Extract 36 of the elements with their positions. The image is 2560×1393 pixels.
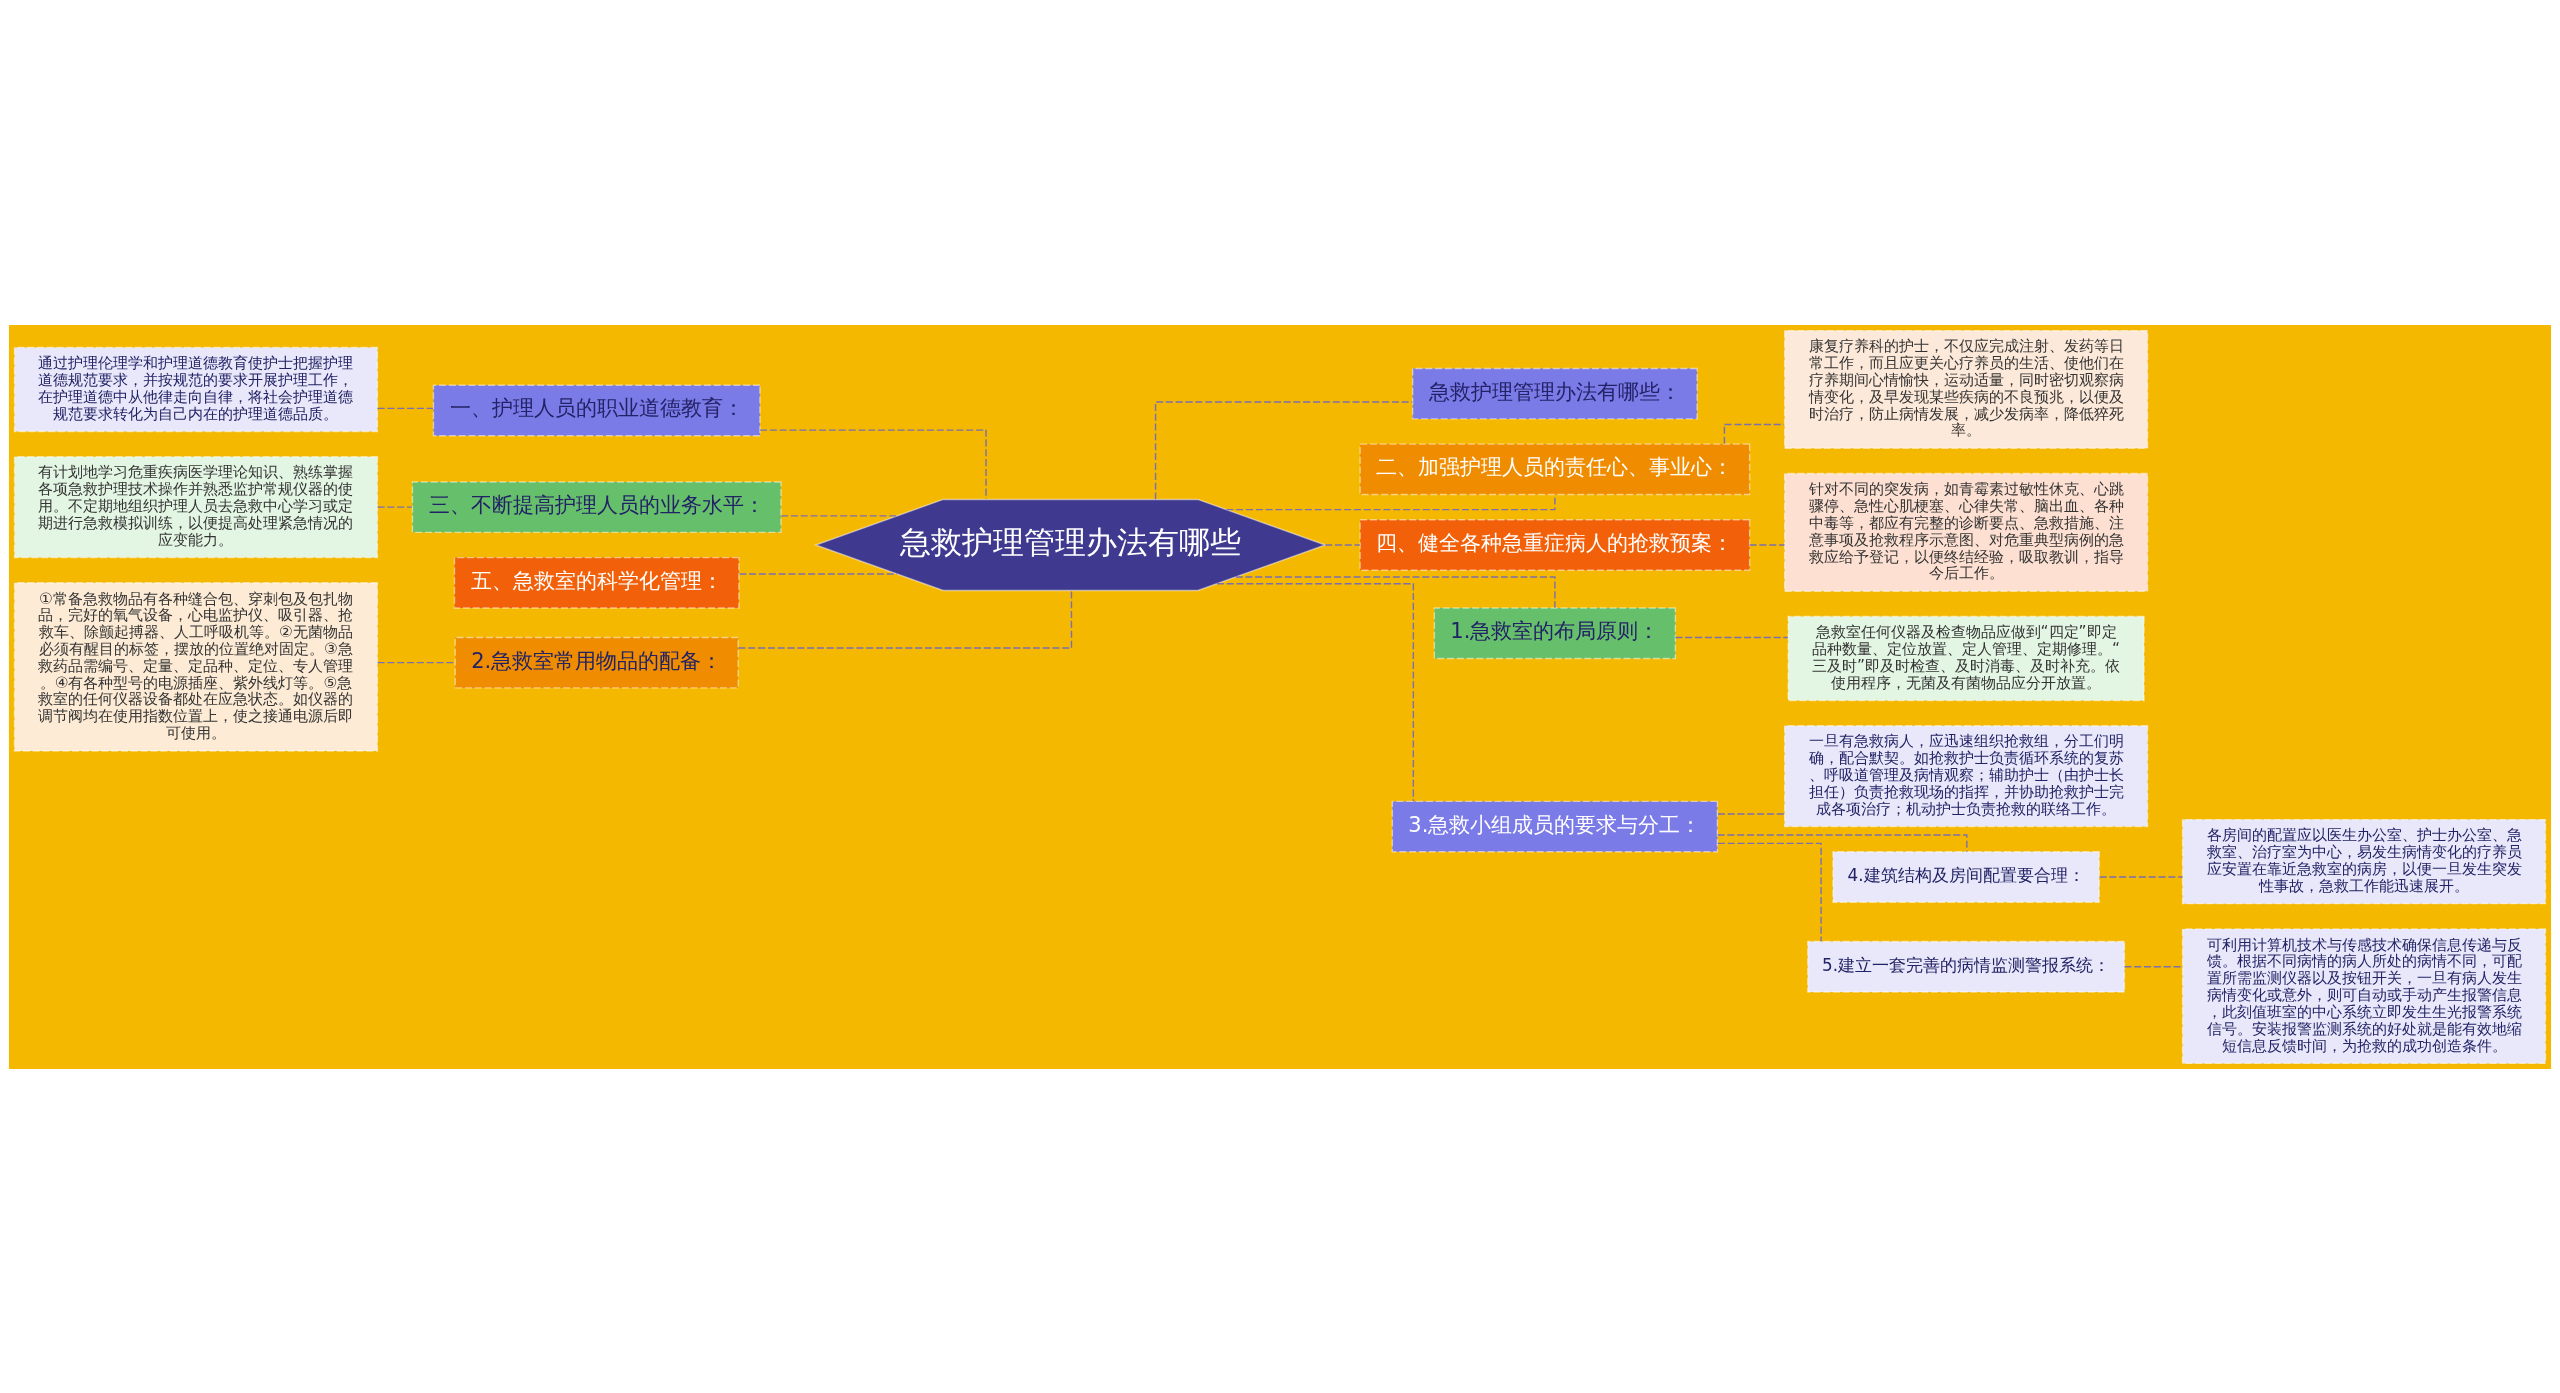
connector <box>780 514 898 517</box>
connector <box>376 407 434 409</box>
node-box: 通过护理伦理学和护理道德教育使护士把握护理道德规范要求，并按规范的要求开展护理工作，在护理道德中从他律走向自律，将社会护理道德规范要求转化为自己内在的护理道德品质。 <box>13 346 379 432</box>
node-box: 1.急救室的布局原则： <box>1433 606 1677 659</box>
connector <box>2099 875 2184 878</box>
node-box: 四、健全各种急重症病人的抢救预案： <box>1359 518 1751 571</box>
node-box: 急救室任何仪器及检查物品应做到“四定”即定品种数量、定位放置、定人管理、定期修理。“三及时”即及时检查、及时消毒、及时补充。依使用程序，无菌及有菌物品应分开放置。 <box>1787 615 2145 701</box>
connector <box>1154 400 1414 500</box>
node-box: 2.急救室常用物品的配备： <box>454 636 739 689</box>
connector <box>737 589 1073 649</box>
connector <box>376 661 456 663</box>
connector <box>376 505 413 508</box>
node-box: 二、加强护理人员的责任心、事业心： <box>1359 442 1751 495</box>
node-box: 有计划地学习危重疾病医学理论知识、熟练掌握各项急救护理技术操作并熟悉监护常规仪器的使用。不定期地组织护理人员去急救中心学习或定期进行急救模拟训练，以便提高处理紧急情况的应变能力。 <box>13 455 379 558</box>
node-box: 针对不同的突发病，如青霉素过敏性休克、心跳骤停、急性心肌梗塞、心律失常、脑出血、各种中毒等，都应有完整的诊断要点、急救措施、注意事项及抢救程序示意图、对危重典型病例的急救应给予登记，以便终结经验，吸取教训，指导今后工作。 <box>1783 472 2149 592</box>
connector <box>1216 582 1415 802</box>
connector <box>738 572 898 575</box>
node-box: 康复疗养科的护士，不仅应完成注射、发药等日常工作，而且应更关心疗养员的生活、使他们在疗养期间心情愉快，运动适量，同时密切观察病情变化，及早发现某些疾病的不良预兆，以便及时治疗，防止病情发展，减少发病率，降低猝死率。 <box>1783 329 2149 449</box>
connector <box>1748 543 1786 546</box>
node-box: 4.建筑结构及房间配置要合理： <box>1832 850 2100 903</box>
node-box: 可利用计算机技术与传感技术确保信息传递与反馈。根据不同病情的病人所处的病情不同，可配置所需监测仪器以及按钮开关，一旦有病人发生病情变化或意外，则可自动或手动产生报警信息，此刻值班室的中心系统立即发生生光报警系统信号。安装报警监测系统的好处就是能有效地缩短信息反馈时间，为抢救的成功创造条件。 <box>2181 927 2547 1064</box>
node-box: 一、护理人员的职业道德教育： <box>432 384 761 436</box>
connector <box>1717 812 1785 815</box>
node-box: 各房间的配置应以医生办公室、护士办公室、急救室、治疗室为中心，易发生病情变化的疗养员应安置在靠近急救室的病房，以便一旦发生突发性事故，急救工作能迅速展开。 <box>2181 818 2547 904</box>
node-box: 一旦有急救病人，应迅速组织抢救组，分工们明确，配合默契。如抢救护士负责循环系统的复苏、呼吸道管理及病情观察；辅助护士（由护士长担任）负责抢救现场的指挥，并协助抢救护士完成各项治疗；机动护士负责抢救的联络工作。 <box>1783 724 2149 827</box>
node-box: ①常备急救物品有各种缝合包、穿刺包及包扎物品，完好的氧气设备，心电监护仪、吸引器、抢救车、除颤起搏器、人工呼吸机等。②无菌物品必须有醒目的标签，摆放的位置绝对固定。③急救药品需编号、定量、定品种、定位、专人管理。④有各种型号的电源插座、紫外线灯等。⑤急救室的任何仪器设备都处在应急状态。如仪器的调节阀均在使用指数位置上，使之接通电源后即可使用。 <box>13 581 379 752</box>
node-box: 5.建立一套完善的病情监测警报系统： <box>1807 940 2126 993</box>
node-box: 3.急救小组成员的要求与分工： <box>1391 800 1719 853</box>
node-box: 三、不断提高护理人员的业务水平： <box>411 480 782 533</box>
connector <box>1674 636 1789 638</box>
connector <box>759 428 987 500</box>
connector <box>2123 965 2184 967</box>
connector <box>1324 543 1361 546</box>
connector <box>1717 842 1822 942</box>
node-box: 五、急救室的科学化管理： <box>453 556 740 609</box>
node-box: 急救护理管理办法有哪些： <box>1411 367 1698 420</box>
